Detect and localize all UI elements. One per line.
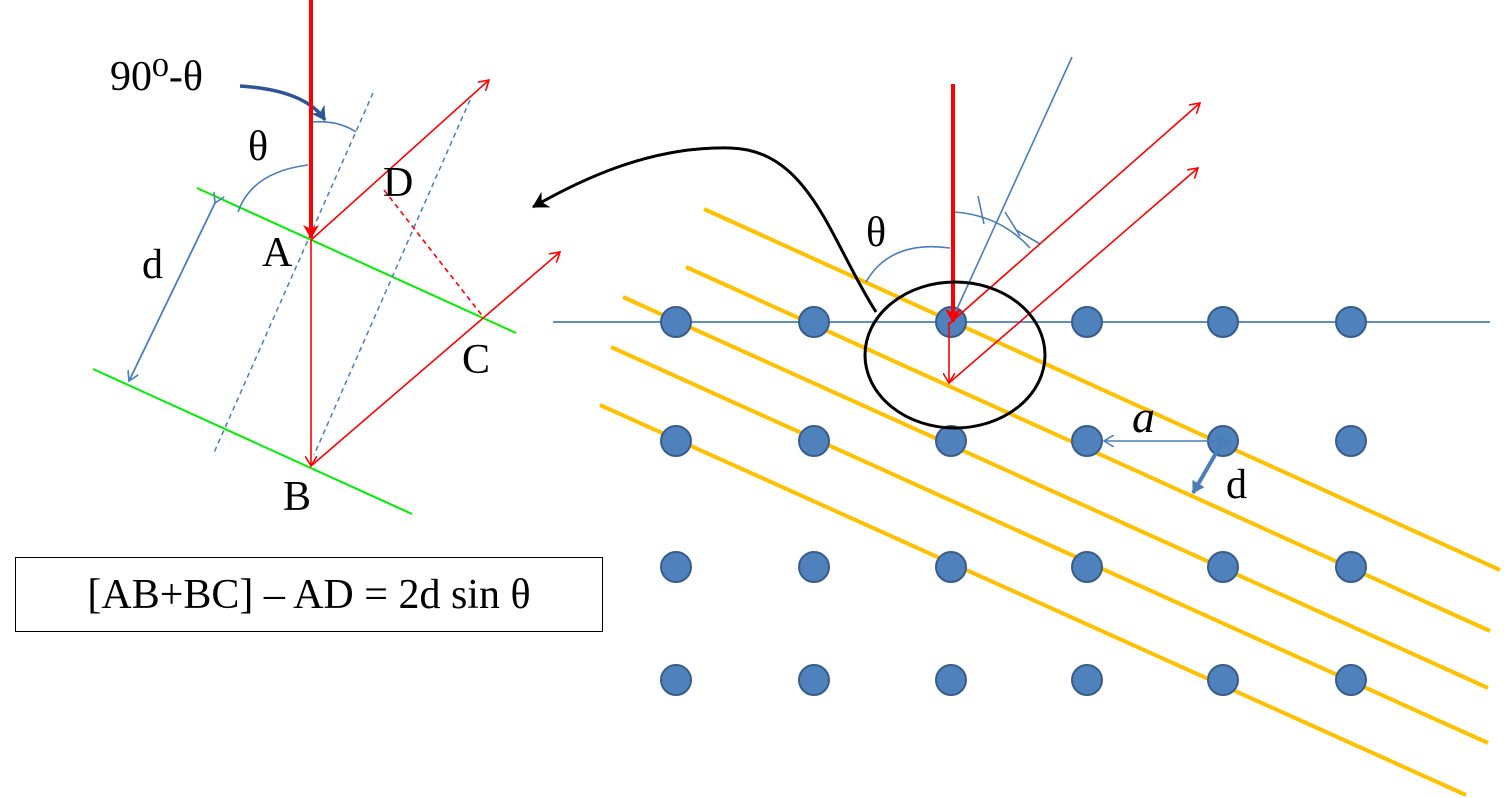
theta-arc-left: [237, 164, 309, 213]
equal-angle-tick: [1015, 229, 1041, 245]
label-lattice-a: a: [1132, 391, 1155, 442]
label-d-left: d: [142, 242, 163, 288]
reflected-ray-upper: [948, 103, 1200, 325]
label-d-right: d: [1226, 462, 1247, 508]
zoom-callout-arrow: [532, 146, 878, 313]
atom: [935, 551, 967, 583]
bragg-law-formula: [AB+BC] – AD = 2d sin θ: [15, 557, 603, 632]
atom: [1207, 551, 1239, 583]
complement-arc-left: [311, 120, 357, 133]
zoom-circle: [863, 280, 1047, 430]
label-point-C: C: [462, 337, 490, 383]
atom: [798, 425, 830, 457]
d-dimension-arrow: [129, 203, 215, 381]
upper-lattice-plane: [196, 187, 517, 334]
label-point-D: D: [383, 160, 413, 206]
equal-angle-tick: [1004, 211, 1021, 237]
atom: [660, 306, 692, 338]
dashed-normal-2: [313, 99, 471, 456]
atom: [1207, 306, 1239, 338]
plane-normal-line: [950, 56, 1073, 323]
bragg-plane: [703, 207, 1501, 572]
reflected-ray-lower: [948, 168, 1198, 384]
crystal-lattice-diagram: θ a d: [532, 56, 1501, 797]
bragg-plane: [599, 403, 1467, 797]
label-point-B: B: [283, 474, 311, 520]
lower-lattice-plane: [92, 368, 413, 515]
atom-grid: [660, 306, 1367, 696]
label-point-A: A: [262, 230, 293, 276]
atom: [1335, 425, 1367, 457]
atom: [798, 664, 830, 696]
complement-pointer-arrow: [239, 84, 327, 122]
atom: [660, 551, 692, 583]
atom: [1071, 425, 1103, 457]
equal-angle-arc: [953, 211, 1031, 249]
theta-arc-right: [865, 245, 951, 283]
path-difference-DC: [383, 189, 485, 319]
atom: [660, 425, 692, 457]
bragg-plane: [622, 295, 1489, 690]
label-theta-left: θ: [248, 124, 268, 170]
bragg-planes: [599, 207, 1501, 797]
atom: [1335, 306, 1367, 338]
label-theta-right: θ: [866, 210, 886, 256]
atom: [1071, 551, 1103, 583]
atom: [935, 664, 967, 696]
atom: [1071, 306, 1103, 338]
atom: [1071, 664, 1103, 696]
atom: [798, 551, 830, 583]
atom: [798, 306, 830, 338]
atom: [660, 664, 692, 696]
atom: [935, 425, 967, 457]
reflected-ray-A: [310, 80, 489, 241]
atom: [1335, 664, 1367, 696]
plane-spacing-d-arrow: [1191, 434, 1231, 495]
detail-diagram: 90⁰-θ θ d A B C D: [92, 0, 560, 520]
dashed-normal-1: [212, 92, 374, 456]
reflected-ray-B: [310, 252, 560, 467]
label-complement-angle: 90⁰-θ: [110, 54, 203, 100]
atom: [1335, 551, 1367, 583]
equal-angle-tick: [977, 195, 985, 225]
atom: [1207, 664, 1239, 696]
